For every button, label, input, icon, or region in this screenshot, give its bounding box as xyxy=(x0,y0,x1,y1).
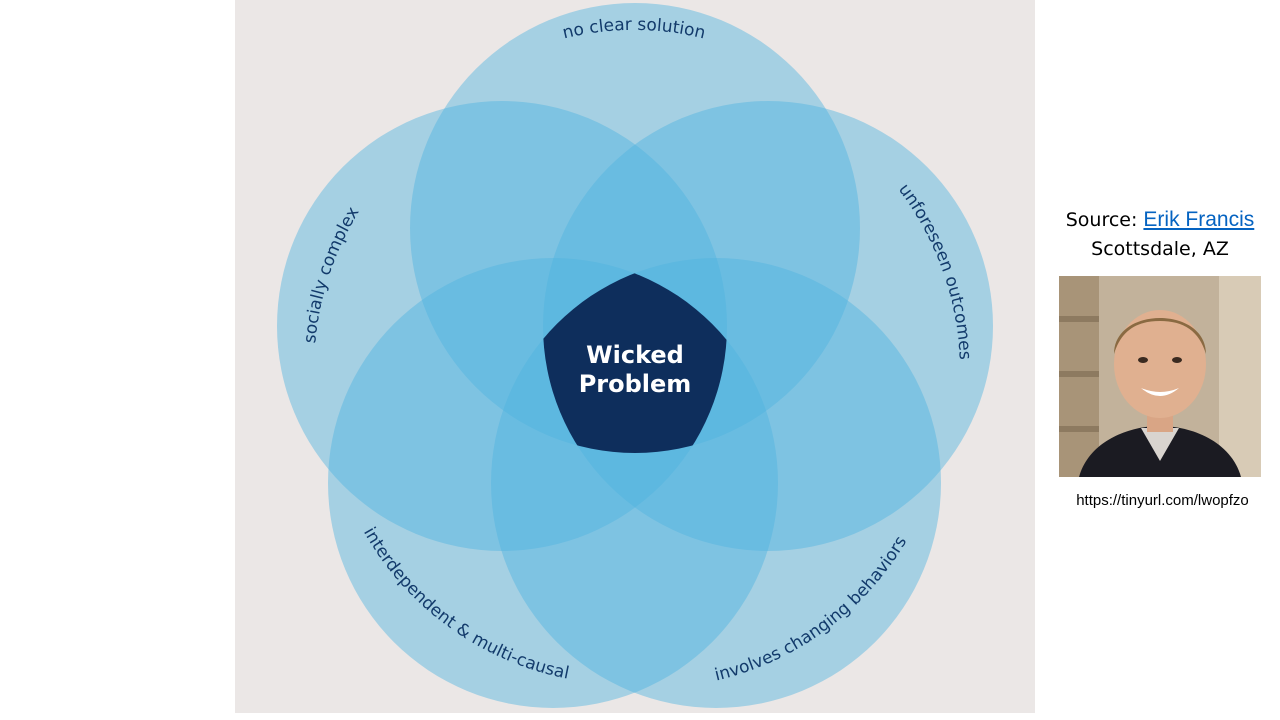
author-link[interactable]: Erik Francis xyxy=(1143,208,1255,231)
source-credit: Source: Erik Francis Scottsdale, AZ xyxy=(1040,205,1280,264)
venn-diagram: Wicked Problem no clear solution unfores… xyxy=(277,3,993,708)
source-location: Scottsdale, AZ xyxy=(1091,238,1229,260)
circle-group xyxy=(277,3,993,708)
center-label-wicked: Wicked xyxy=(586,341,684,369)
wicked-problem-diagram: Wicked Problem no clear solution unfores… xyxy=(235,0,1035,713)
person-photo-icon xyxy=(1059,276,1261,477)
source-line: Source: Erik Francis xyxy=(1040,205,1280,235)
source-prefix: Source: xyxy=(1065,209,1144,231)
circle-no-clear-solution xyxy=(410,3,860,453)
source-url: https://tinyurl.com/lwopfzo xyxy=(1076,492,1249,509)
center-label-problem: Problem xyxy=(579,370,692,398)
